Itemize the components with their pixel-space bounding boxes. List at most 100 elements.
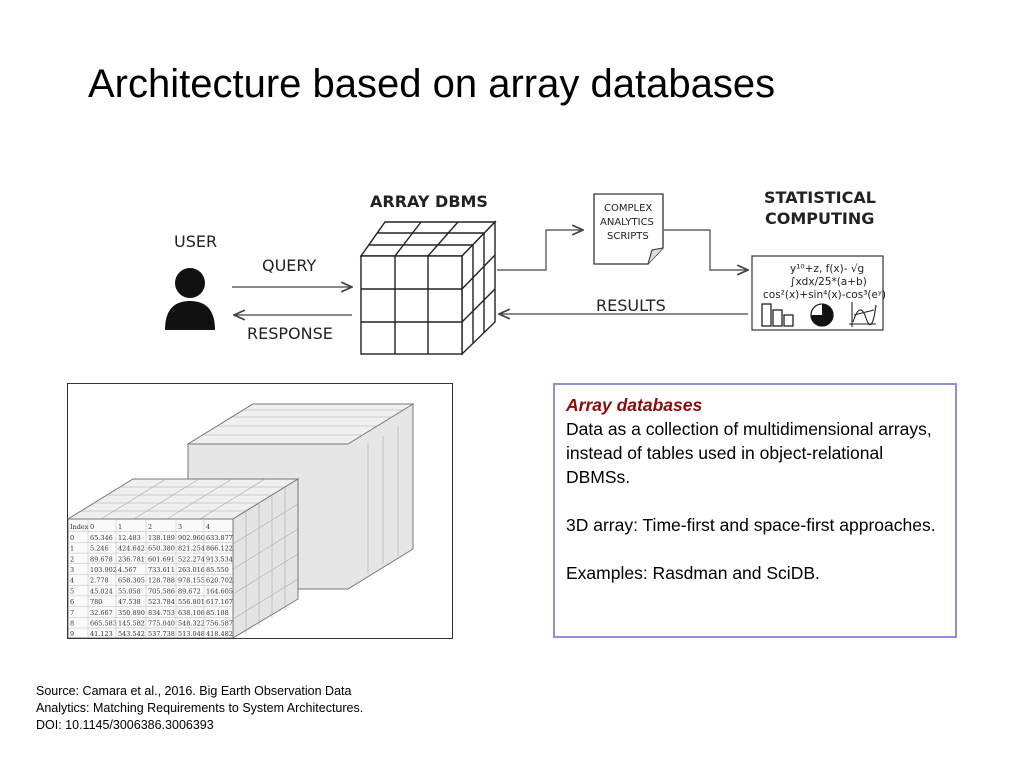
table-cell: 650.380 xyxy=(148,545,175,553)
table-cell: 65.346 xyxy=(90,534,113,542)
table-cell: 128.788 xyxy=(148,577,175,585)
scripts-label-2: ANALYTICS xyxy=(600,217,654,228)
line-chart-icon xyxy=(849,302,877,327)
table-header-cell: Index xyxy=(70,523,89,531)
table-cell: 5.246 xyxy=(90,545,109,553)
table-cell: 138.189 xyxy=(148,534,175,542)
table-cell: 705.586 xyxy=(148,587,175,595)
table-cell: 2.778 xyxy=(90,577,109,585)
table-cell: 556.801 xyxy=(178,598,205,606)
table-cell: 89.672 xyxy=(178,587,201,595)
stat-label-1: STATISTICAL xyxy=(764,188,876,207)
scripts-document-icon xyxy=(593,193,664,265)
table-cell: 913.534 xyxy=(206,555,233,563)
slide-title: Architecture based on array databases xyxy=(88,62,776,106)
table-header-cell: 0 xyxy=(90,523,94,531)
table-cell: 780 xyxy=(90,598,102,606)
scripts-label-1: COMPLEX xyxy=(604,203,652,214)
table-cell: 5 xyxy=(70,587,74,595)
table-cell: 620.702 xyxy=(206,577,233,585)
table-cell: 522.274 xyxy=(178,555,205,563)
table-cell: 9 xyxy=(70,630,74,638)
table-cell: 164.605 xyxy=(206,587,233,595)
table-cell: 834.753 xyxy=(148,609,175,617)
table-cell: 638.108 xyxy=(178,609,205,617)
table-cell: 350.890 xyxy=(118,609,145,617)
front-face xyxy=(68,518,234,638)
table-cell: 103.902 xyxy=(90,566,117,574)
table-cell: 89.678 xyxy=(90,555,113,563)
table-cell: 733.611 xyxy=(148,566,175,574)
array-dbms-cube-icon xyxy=(359,220,497,356)
table-cell: 47.538 xyxy=(118,598,141,606)
table-cell: 756.587 xyxy=(206,620,233,628)
table-cell: 7 xyxy=(70,609,74,617)
table-cell: 633.877 xyxy=(206,534,233,542)
info-box-heading: Array databases xyxy=(566,395,703,415)
source-line-1: Source: Camara et al., 2016. Big Earth O… xyxy=(36,684,352,698)
table-cell: 55.058 xyxy=(118,587,141,595)
table-cell: 4 xyxy=(70,577,74,585)
table-header-cell: 1 xyxy=(118,523,122,531)
info-box-para-3: Examples: Rasdman and SciDB. xyxy=(566,563,820,583)
pie-chart-icon xyxy=(810,303,834,327)
table-cell: 902.960 xyxy=(178,534,205,542)
user-label: USER xyxy=(174,232,217,251)
scripts-label-3: SCRIPTS xyxy=(607,231,649,242)
results-label: RESULTS xyxy=(596,296,666,315)
bar-chart-icon xyxy=(761,303,794,327)
table-cell: 617.167 xyxy=(206,598,233,606)
source-line-3: DOI: 10.1145/3006386.3006393 xyxy=(36,718,214,732)
table-cell: 2 xyxy=(70,555,74,563)
table-cell: 263.016 xyxy=(178,566,205,574)
table-cell: 821.254 xyxy=(178,545,205,553)
array-dbms-label: ARRAY DBMS xyxy=(370,192,488,211)
table-cell: 8 xyxy=(70,620,74,628)
table-cell: 978.155 xyxy=(178,577,205,585)
formula-2: ∫xdx/25*(a+b) xyxy=(790,276,867,288)
table-cell: 0 xyxy=(70,534,74,542)
query-label: QUERY xyxy=(262,256,317,275)
table-cell: 775.040 xyxy=(148,620,175,628)
table-cell: 145.582 xyxy=(118,620,145,628)
table-cell: 543.542 xyxy=(118,630,145,638)
table-cell: 523.784 xyxy=(148,598,175,606)
table-cell: 1 xyxy=(70,545,74,553)
architecture-diagram: USER QUERY RESPONSE ARRAY DBMS RESULTS C… xyxy=(165,188,886,356)
table-cell: 12.483 xyxy=(118,534,141,542)
table-cell: 3 xyxy=(70,566,74,574)
table-header-cell: 2 xyxy=(148,523,152,531)
table-cell: 601.691 xyxy=(148,555,175,563)
table-cell: 513.048 xyxy=(178,630,205,638)
source-line-2: Analytics: Matching Requirements to Syst… xyxy=(36,701,364,715)
table-cell: 424.642 xyxy=(118,545,145,553)
formula-3: cos²(x)+sin⁴(x)-cos³(eʸ) xyxy=(763,289,886,301)
table-header-cell: 3 xyxy=(178,523,182,531)
table-cell: 6 xyxy=(70,598,74,606)
table-cell: 658.305 xyxy=(118,577,145,585)
table-cell: 85.550 xyxy=(206,566,229,574)
info-box: Array databases Data as a collection of … xyxy=(553,383,957,638)
table-cell: 41.123 xyxy=(90,630,113,638)
table-cell: 85.188 xyxy=(206,609,229,617)
table-cell: 4.567 xyxy=(118,566,137,574)
table-header-cell: 4 xyxy=(206,523,210,531)
info-box-para-2: 3D array: Time-first and space-first app… xyxy=(566,515,936,535)
user-icon xyxy=(165,268,215,330)
table-cell: 418.482 xyxy=(206,630,233,638)
table-cell: 45.024 xyxy=(90,587,113,595)
source-citation: Source: Camara et al., 2016. Big Earth O… xyxy=(36,683,363,734)
table-cell: 866.122 xyxy=(206,545,233,553)
table-cell: 537.738 xyxy=(148,630,175,638)
info-box-para-1: Data as a collection of multidimensional… xyxy=(566,419,932,487)
formula-1: y¹⁰+z, f(x)- √g xyxy=(790,263,864,275)
table-cell: 236.781 xyxy=(118,555,145,563)
table-cell: 32.667 xyxy=(90,609,113,617)
table-cell: 548.322 xyxy=(178,620,205,628)
stat-label-2: COMPUTING xyxy=(765,209,874,228)
table-cell: 665.583 xyxy=(90,620,117,628)
to-scripts-arrow xyxy=(497,230,583,271)
response-label: RESPONSE xyxy=(247,324,333,343)
